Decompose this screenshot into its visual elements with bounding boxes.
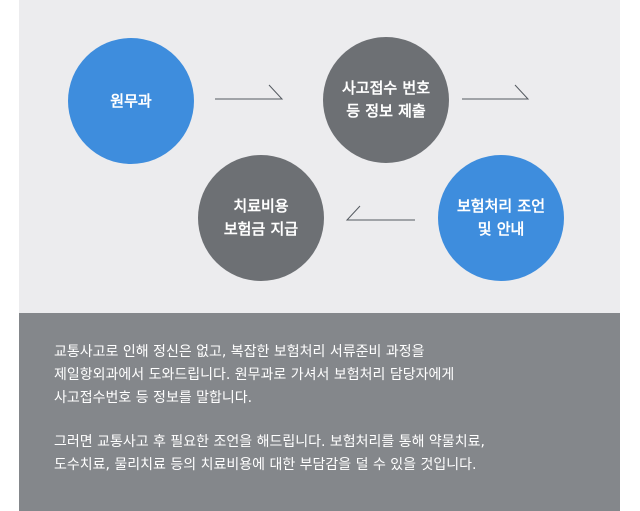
step-circle-insurance-payment: 치료비용 보험금 지급 [198, 155, 324, 281]
description-line: 사고접수번호 등 정보를 말합니다. [54, 390, 253, 406]
description-text: 교통사고로 인해 정신은 없고, 복잡한 보험처리 서류준비 과정을 제일항외과… [54, 341, 594, 498]
step-circle-insurance-advice: 보험처리 조언 및 안내 [438, 155, 564, 281]
step-circle-accident-report: 사고접수 번호 등 정보 제출 [323, 37, 449, 163]
step-4-label-line-2: 보험금 지급 [223, 220, 299, 238]
step-2-label-line-2: 등 정보 제출 [346, 102, 426, 120]
description-line: 도수치료, 물리치료 등의 치료비용에 대한 부담감을 덜 수 있을 것입니다. [54, 457, 477, 473]
arrow-left-icon [345, 205, 415, 221]
description-line: 교통사고로 인해 정신은 없고, 복잡한 보험처리 서류준비 과정을 [54, 344, 425, 360]
description-paragraph-1: 교통사고로 인해 정신은 없고, 복잡한 보험처리 서류준비 과정을 제일항외과… [54, 341, 594, 410]
step-1-label-line-1: 원무과 [110, 91, 152, 110]
description-line: 그러면 교통사고 후 필요한 조언을 해드립니다. 보험처리를 통해 약물치료, [54, 434, 485, 450]
step-2-label-line-1: 사고접수 번호 [341, 79, 431, 97]
arrow-right-icon [462, 84, 530, 100]
step-circle-billing-office: 원무과 [68, 38, 194, 164]
description-paragraph-2: 그러면 교통사고 후 필요한 조언을 해드립니다. 보험처리를 통해 약물치료,… [54, 431, 594, 477]
arrow-right-icon [215, 84, 284, 100]
step-3-label-line-1: 보험처리 조언 [456, 197, 546, 215]
description-panel [19, 313, 620, 511]
description-line: 제일항외과에서 도와드립니다. 원무과로 가셔서 보험처리 담당자에게 [54, 367, 455, 383]
step-4-label-line-1: 치료비용 [233, 197, 289, 215]
step-3-label-line-2: 및 안내 [477, 220, 525, 238]
